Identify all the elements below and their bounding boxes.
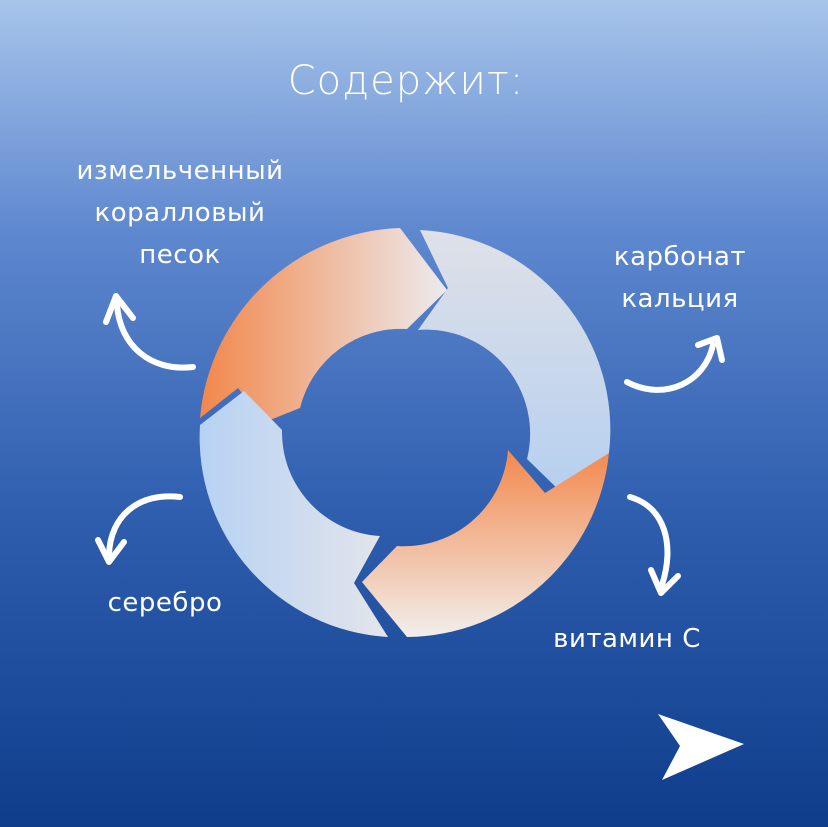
label-vitamin-c: витамин С	[534, 618, 720, 660]
label-calcium-carbonate: карбонат кальция	[594, 236, 766, 320]
cycle-segment-top-left	[200, 228, 447, 422]
label-line: кальция	[621, 284, 739, 314]
page-title: Содержит:	[287, 58, 525, 104]
label-line: измельченный	[76, 156, 284, 186]
label-line: песок	[139, 240, 221, 270]
play-triangle-icon	[658, 714, 744, 780]
label-line: витамин С	[553, 624, 701, 654]
label-coral-sand: измельченный коралловый песок	[50, 150, 310, 276]
cycle-segment-top-right	[418, 230, 611, 496]
label-silver: серебро	[90, 582, 240, 624]
label-line: карбонат	[613, 242, 747, 272]
label-line: коралловый	[94, 198, 266, 228]
cycle-segment-bottom-right	[362, 450, 609, 637]
label-line: серебро	[107, 588, 223, 618]
next-button[interactable]	[652, 706, 748, 786]
cycle-segment-bottom-left	[199, 391, 388, 637]
